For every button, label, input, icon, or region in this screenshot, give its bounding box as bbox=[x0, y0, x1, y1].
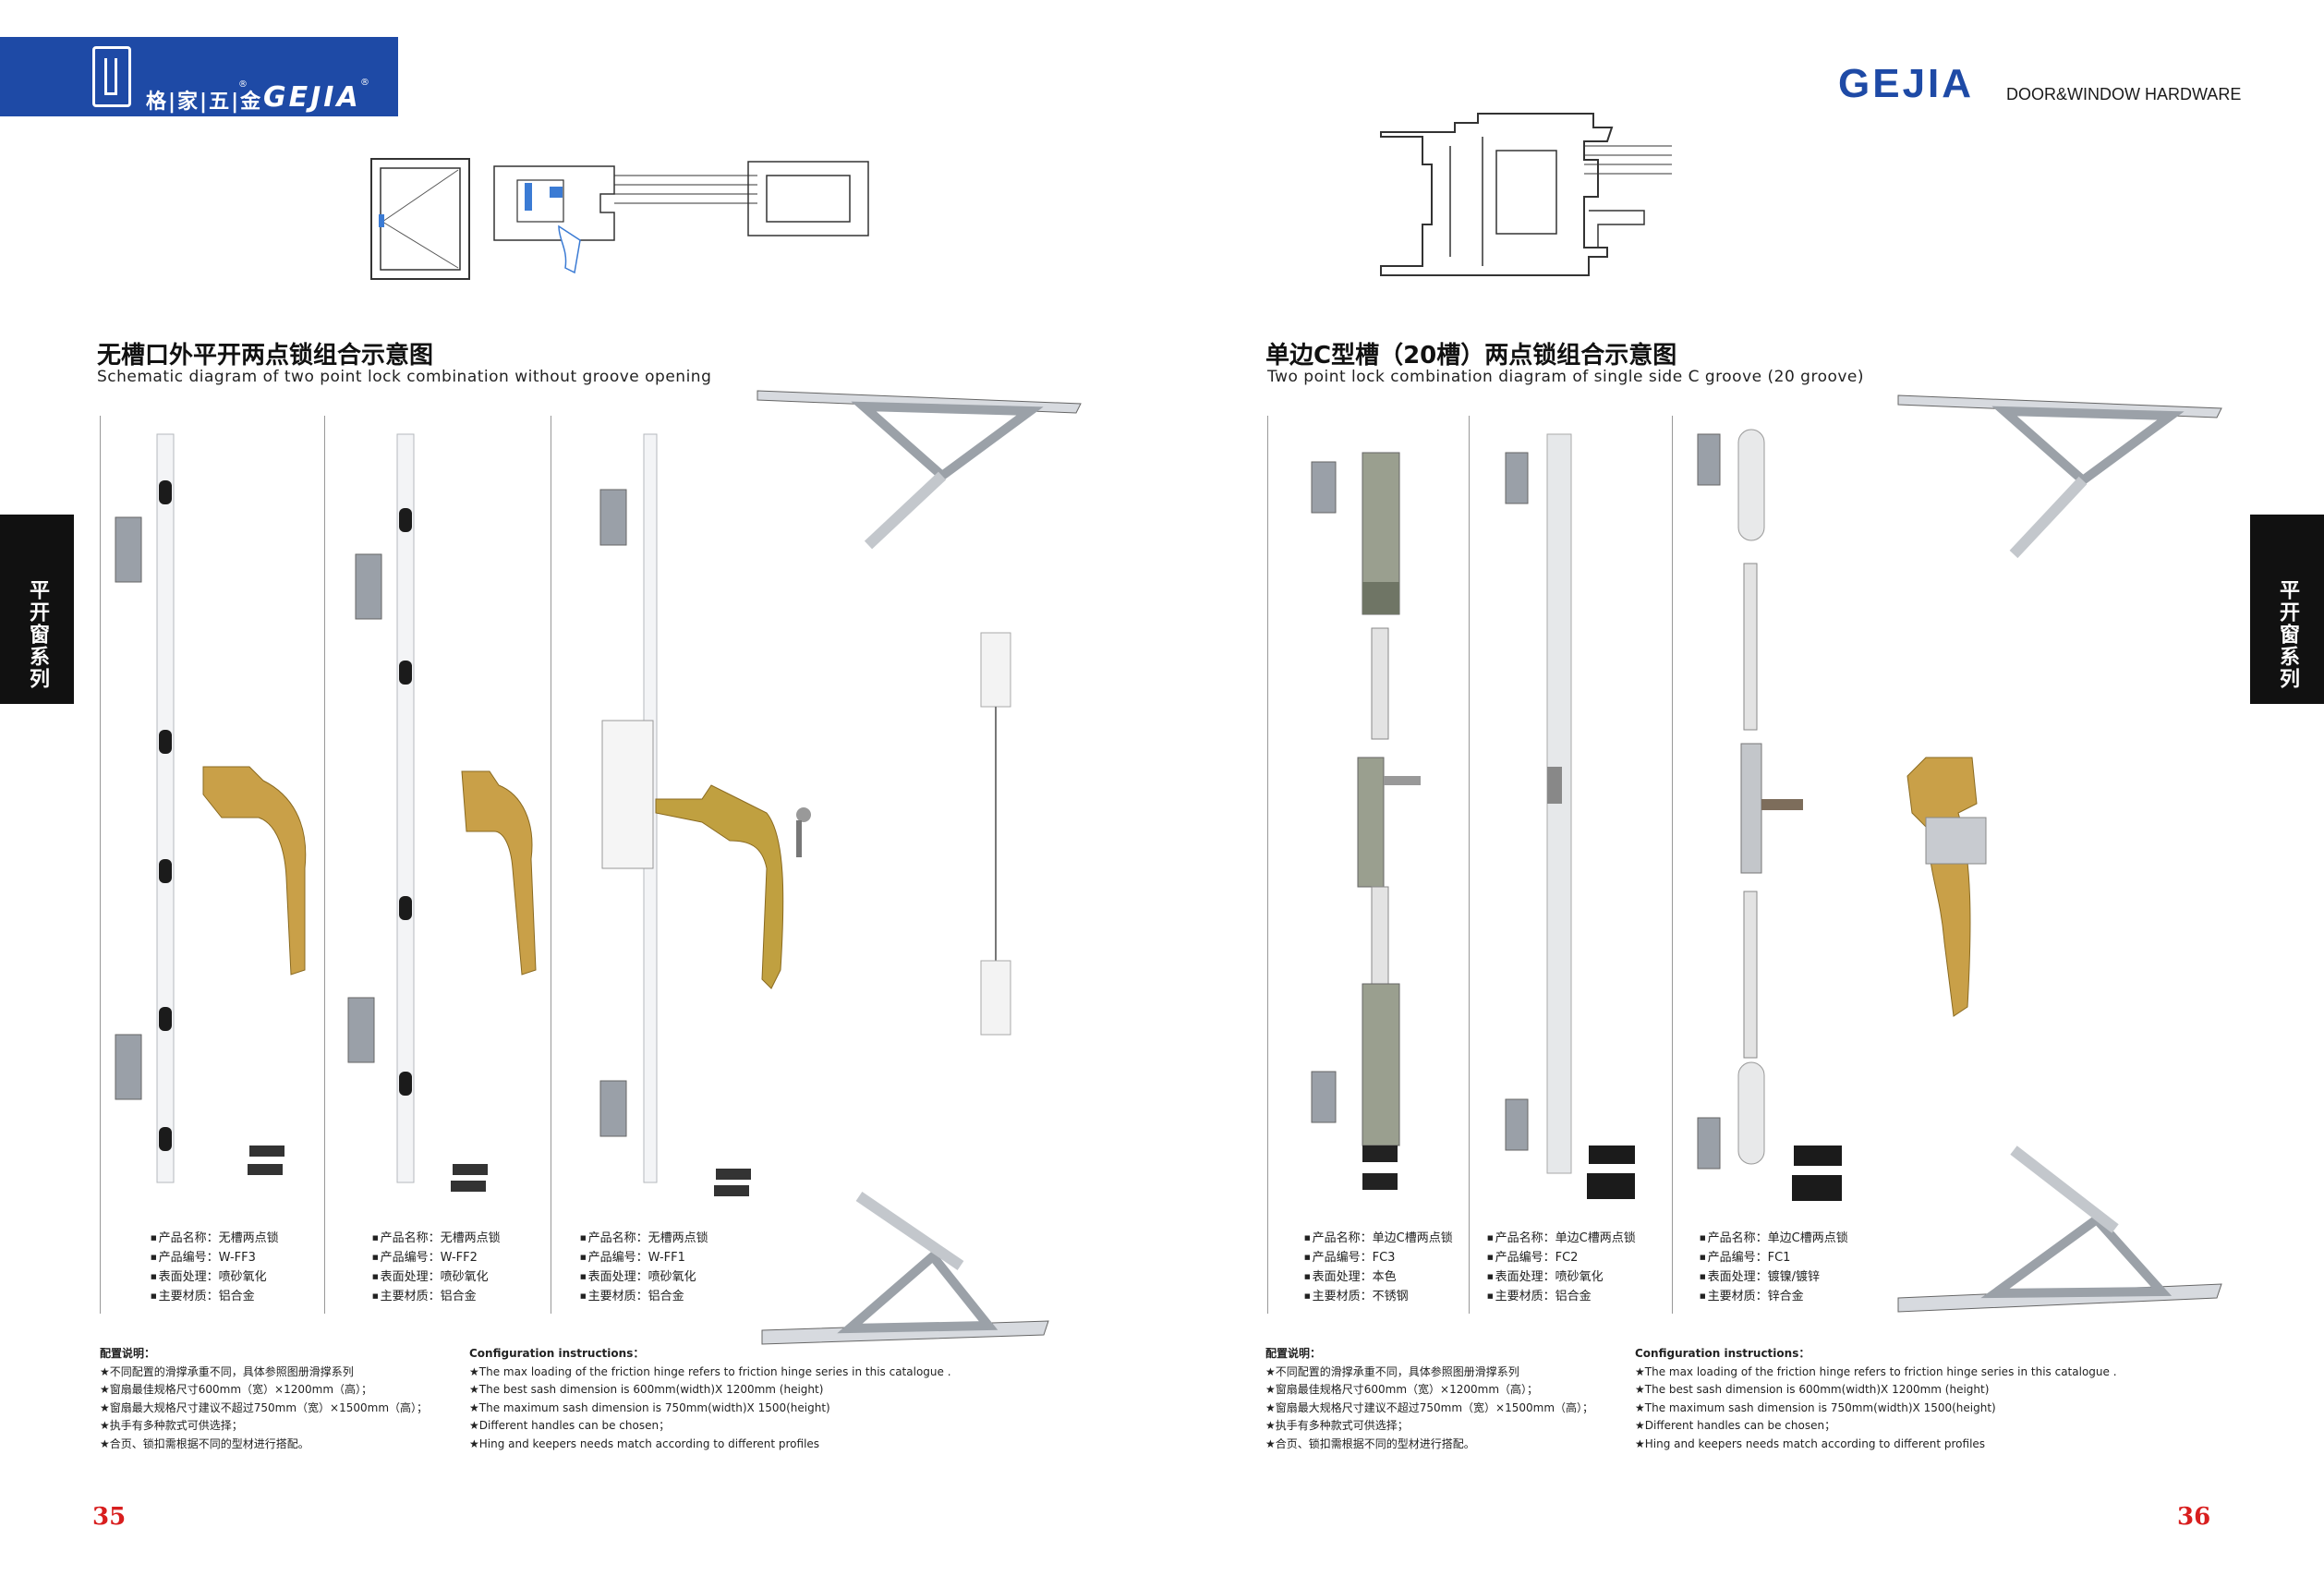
note-item: ★合页、锁扣需根据不同的型材进行搭配。 bbox=[1265, 1436, 1475, 1450]
note-item: ★执手有多种款式可供选择； bbox=[100, 1419, 243, 1432]
lock-w-ff3-illustration bbox=[115, 433, 307, 1183]
spec-finish: 表面处理：镀镍/镀锌 bbox=[1700, 1267, 1848, 1287]
spec-fc3: 产品名称：单边C槽两点锁 产品编号：FC3 表面处理：本色 主要材质：不锈钢 bbox=[1304, 1229, 1453, 1306]
note-item: ★不同配置的滑撑承重不同，具体参照图册滑撑系列 bbox=[1265, 1364, 1519, 1378]
note-item: ★执手有多种款式可供选择； bbox=[1265, 1419, 1409, 1432]
notes-cn-right: 配置说明： ★不同配置的滑撑承重不同，具体参照图册滑撑系列 ★窗扇最佳规格尺寸6… bbox=[1265, 1345, 1593, 1453]
note-item: ★The max loading of the friction hinge r… bbox=[469, 1364, 951, 1378]
note-item: ★窗扇最佳规格尺寸600mm（宽）×1200mm（高）； bbox=[1265, 1383, 1539, 1396]
right-column-divider-2 bbox=[1469, 416, 1470, 1314]
note-item: ★合页、锁扣需根据不同的型材进行搭配。 bbox=[100, 1436, 309, 1450]
spec-w-ff3: 产品名称：无槽两点锁 产品编号：W-FF3 表面处理：喷砂氧化 主要材质：铝合金 bbox=[151, 1229, 279, 1306]
left-column-divider-2 bbox=[324, 416, 325, 1314]
spec-finish: 表面处理：喷砂氧化 bbox=[1487, 1267, 1636, 1287]
right-brand-logo: GEJIA bbox=[1838, 61, 1975, 106]
lock-fc1-illustration bbox=[1697, 429, 1987, 1201]
notes-heading: 配置说明： bbox=[1265, 1347, 1322, 1360]
brand-name-cn: 格|家|五|金 bbox=[146, 91, 263, 114]
note-item: ★窗扇最大规格尺寸建议不超过750mm（宽）×1500mm（高）； bbox=[100, 1400, 429, 1414]
lock-fc3-illustration bbox=[1311, 452, 1421, 1190]
notes-cn-left: 配置说明： ★不同配置的滑撑承重不同，具体参照图册滑撑系列 ★窗扇最佳规格尺寸6… bbox=[100, 1345, 428, 1453]
note-item: ★窗扇最大规格尺寸建议不超过750mm（宽）×1500mm（高）； bbox=[1265, 1400, 1594, 1414]
spec-name: 产品名称：单边C槽两点锁 bbox=[1487, 1229, 1636, 1248]
note-item: ★The maximum sash dimension is 750mm(wid… bbox=[469, 1400, 830, 1414]
lock-w-ff2-illustration bbox=[347, 433, 537, 1192]
brand-name-en: GEJIA bbox=[263, 81, 361, 114]
spec-finish: 表面处理：喷砂氧化 bbox=[372, 1267, 501, 1287]
spec-name: 产品名称：无槽两点锁 bbox=[151, 1229, 279, 1248]
friction-stay-right-top bbox=[1897, 394, 2222, 559]
friction-stay-left-top bbox=[757, 390, 1082, 550]
spec-fc2: 产品名称：单边C槽两点锁 产品编号：FC2 表面处理：喷砂氧化 主要材质：铝合金 bbox=[1487, 1229, 1636, 1306]
spec-code: 产品编号：FC1 bbox=[1700, 1248, 1848, 1267]
c-groove-profile-schematic bbox=[1380, 113, 1672, 276]
spec-fc1: 产品名称：单边C槽两点锁 产品编号：FC1 表面处理：镀镍/镀锌 主要材质：锌合… bbox=[1700, 1229, 1848, 1306]
note-item: ★窗扇最佳规格尺寸600mm（宽）×1200mm（高）； bbox=[100, 1383, 373, 1396]
notes-en-right: Configuration instructions： ★The max loa… bbox=[1635, 1345, 2117, 1453]
spec-material: 主要材质：铝合金 bbox=[580, 1287, 708, 1306]
spec-name: 产品名称：无槽两点锁 bbox=[580, 1229, 708, 1248]
spec-finish: 表面处理：喷砂氧化 bbox=[151, 1267, 279, 1287]
right-brand-subtitle: DOOR&WINDOW HARDWARE bbox=[2006, 85, 2242, 103]
spec-material: 主要材质：不锈钢 bbox=[1304, 1287, 1453, 1306]
notes-en-left: Configuration instructions： ★The max loa… bbox=[469, 1345, 951, 1453]
spec-finish: 表面处理：喷砂氧化 bbox=[580, 1267, 708, 1287]
brand-header-bar bbox=[0, 37, 398, 116]
note-item: ★Different handles can be chosen； bbox=[1635, 1419, 1836, 1432]
brand-reg-mark: ® bbox=[238, 79, 248, 90]
note-item: ★Hing and keepers needs match according … bbox=[469, 1436, 820, 1450]
spec-name: 产品名称：无槽两点锁 bbox=[372, 1229, 501, 1248]
left-column-divider-1 bbox=[100, 416, 101, 1314]
lock-fc2-illustration bbox=[1505, 433, 1635, 1199]
window-profile-schematic-left bbox=[370, 158, 869, 280]
brand-logo-icon bbox=[92, 46, 131, 107]
right-title-en: Two point lock combination diagram of si… bbox=[1267, 368, 1865, 386]
note-item: ★Hing and keepers needs match according … bbox=[1635, 1436, 1986, 1450]
spec-code: 产品编号：W-FF2 bbox=[372, 1248, 501, 1267]
notes-heading: Configuration instructions： bbox=[469, 1347, 645, 1360]
left-title-en: Schematic diagram of two point lock comb… bbox=[97, 368, 712, 386]
spec-w-ff2: 产品名称：无槽两点锁 产品编号：W-FF2 表面处理：喷砂氧化 主要材质：铝合金 bbox=[372, 1229, 501, 1306]
right-title-cn: 单边C型槽（20槽）两点锁组合示意图 bbox=[1265, 342, 1677, 370]
spec-material: 主要材质：铝合金 bbox=[151, 1287, 279, 1306]
page-number-right: 36 bbox=[2177, 1503, 2211, 1531]
spec-name: 产品名称：单边C槽两点锁 bbox=[1700, 1229, 1848, 1248]
side-tab-left: 平开窗系列 bbox=[0, 515, 74, 704]
note-item: ★Different handles can be chosen； bbox=[469, 1419, 671, 1432]
note-item: ★The max loading of the friction hinge r… bbox=[1635, 1364, 2117, 1378]
right-column-divider-1 bbox=[1267, 416, 1268, 1314]
brand-reg-mark-en: ® bbox=[360, 78, 369, 88]
note-item: ★The maximum sash dimension is 750mm(wid… bbox=[1635, 1400, 1996, 1414]
note-item: ★不同配置的滑撑承重不同，具体参照图册滑撑系列 bbox=[100, 1364, 354, 1378]
right-column-divider-3 bbox=[1672, 416, 1673, 1314]
spec-code: 产品编号：W-FF1 bbox=[580, 1248, 708, 1267]
friction-stay-right-bottom bbox=[1897, 1146, 2222, 1313]
notes-heading: Configuration instructions： bbox=[1635, 1347, 1810, 1360]
left-title-cn: 无槽口外平开两点锁组合示意图 bbox=[97, 342, 434, 370]
spec-code: 产品编号：FC2 bbox=[1487, 1248, 1636, 1267]
notes-heading: 配置说明： bbox=[100, 1347, 156, 1360]
note-item: ★The best sash dimension is 600mm(width)… bbox=[469, 1383, 824, 1396]
note-item: ★The best sash dimension is 600mm(width)… bbox=[1635, 1383, 1990, 1396]
lock-w-ff1-illustration bbox=[599, 433, 811, 1196]
spec-finish: 表面处理：本色 bbox=[1304, 1267, 1453, 1287]
friction-stay-left-bottom bbox=[761, 1192, 1049, 1345]
spec-code: 产品编号：FC3 bbox=[1304, 1248, 1453, 1267]
spec-code: 产品编号：W-FF3 bbox=[151, 1248, 279, 1267]
spec-material: 主要材质：铝合金 bbox=[1487, 1287, 1636, 1306]
spec-material: 主要材质：锌合金 bbox=[1700, 1287, 1848, 1306]
spec-name: 产品名称：单边C槽两点锁 bbox=[1304, 1229, 1453, 1248]
page-number-left: 35 bbox=[92, 1503, 127, 1531]
spec-w-ff1: 产品名称：无槽两点锁 产品编号：W-FF1 表面处理：喷砂氧化 主要材质：铝合金 bbox=[580, 1229, 708, 1306]
restrictor-cable-illustration bbox=[980, 632, 1011, 1036]
spec-material: 主要材质：铝合金 bbox=[372, 1287, 501, 1306]
side-tab-right: 平开窗系列 bbox=[2250, 515, 2324, 704]
